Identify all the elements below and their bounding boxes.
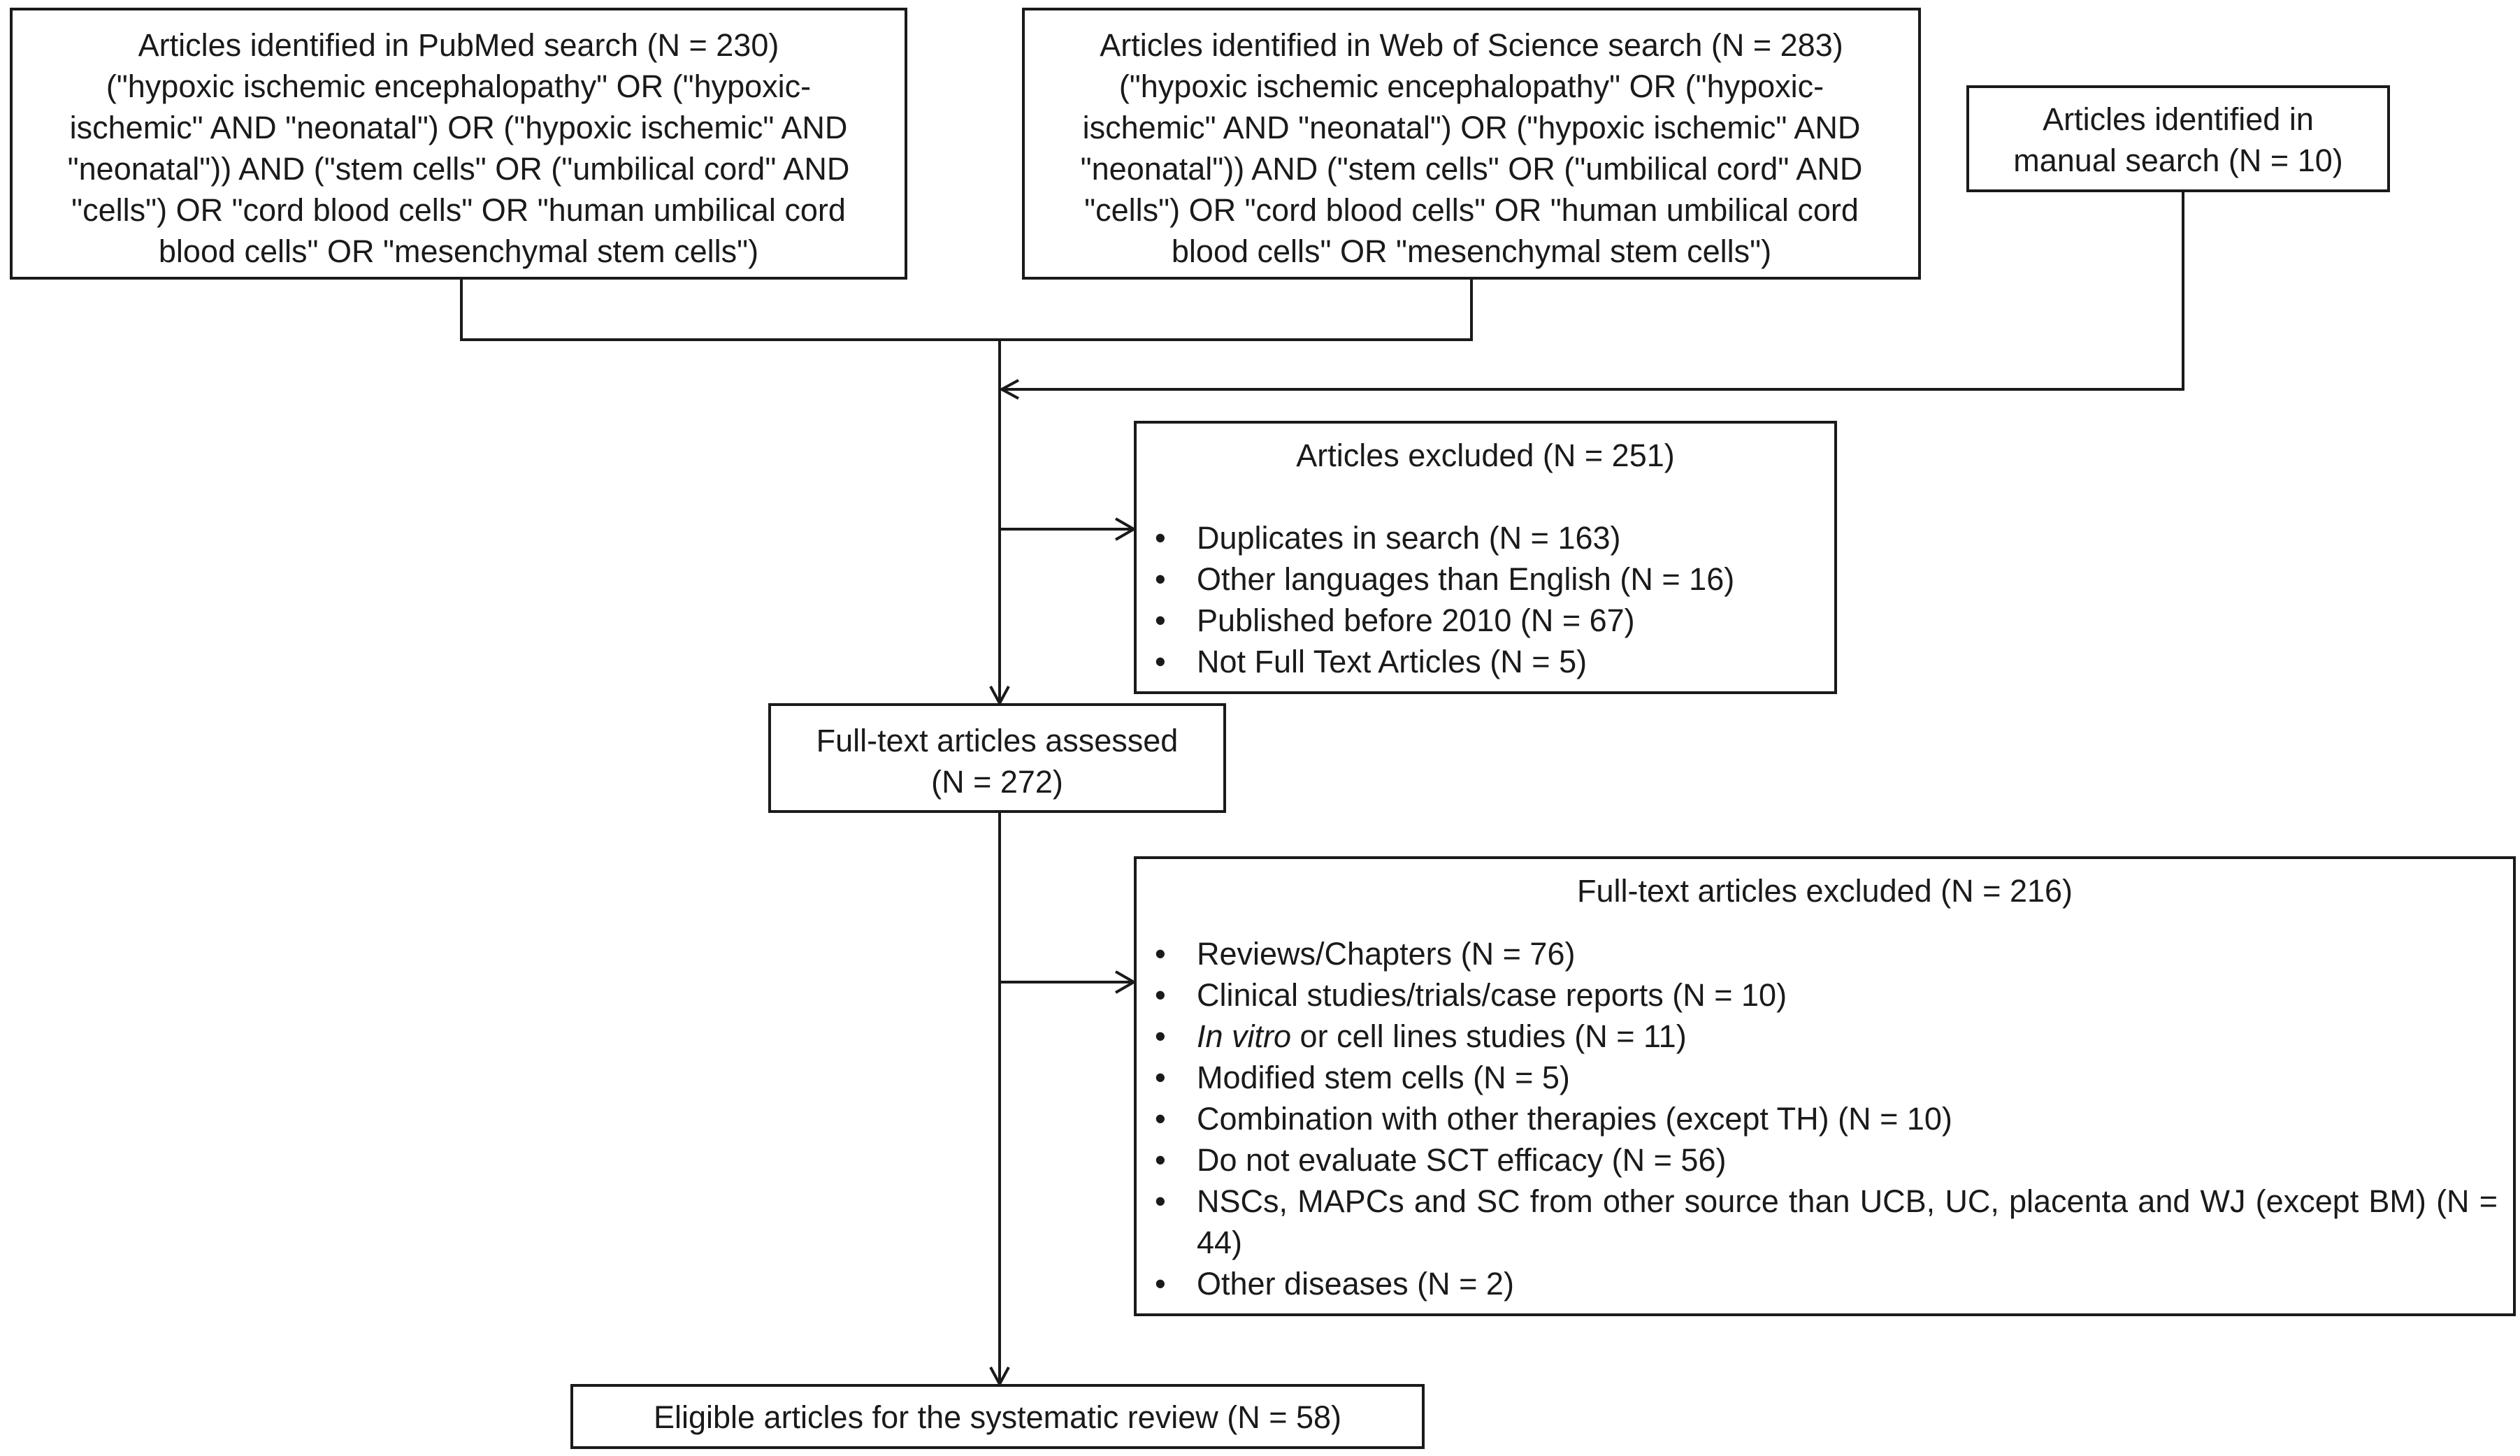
- wos-line: ("hypoxic ischemic encephalopathy" OR ("…: [1118, 69, 1824, 104]
- wos-line: ischemic" AND "neonatal") OR ("hypoxic i…: [1082, 110, 1861, 145]
- list-item: Do not evaluate SCT efficacy (N = 56): [1137, 1139, 2498, 1181]
- pubmed-line: Articles identified in PubMed search (N …: [138, 27, 779, 63]
- fulltext-assessed-text: Full-text articles assessed (N = 272): [771, 720, 1223, 802]
- list-item: In vitro or cell lines studies (N = 11): [1137, 1016, 2498, 1057]
- assessed-line: (N = 272): [931, 764, 1063, 800]
- manual-line: manual search (N = 10): [2013, 143, 2343, 178]
- pubmed-search-text: Articles identified in PubMed search (N …: [13, 24, 905, 272]
- articles-excluded-list: Duplicates in search (N = 163) Other lan…: [1137, 517, 1820, 682]
- manual-search-box: Articles identified in manual search (N …: [1966, 85, 2390, 192]
- manual-to-main-line: [1003, 191, 2184, 391]
- list-item: Duplicates in search (N = 163): [1137, 517, 1820, 558]
- wos-to-merge-line: [1000, 278, 1473, 341]
- wos-line: Articles identified in Web of Science se…: [1100, 27, 1843, 63]
- pubmed-search-box: Articles identified in PubMed search (N …: [10, 8, 907, 280]
- italic-term: In vitro: [1197, 1018, 1292, 1054]
- wos-line: "cells") OR "cord blood cells" OR "human…: [1084, 192, 1859, 228]
- pubmed-line: ("hypoxic ischemic encephalopathy" OR ("…: [106, 69, 812, 104]
- list-item: Clinical studies/trials/case reports (N …: [1137, 974, 2498, 1016]
- list-item: Other diseases (N = 2): [1137, 1263, 2498, 1304]
- list-item: Published before 2010 (N = 67): [1137, 600, 1820, 641]
- pubmed-line: "cells") OR "cord blood cells" OR "human…: [71, 192, 846, 228]
- assessed-line: Full-text articles assessed: [816, 723, 1179, 758]
- list-item: Reviews/Chapters (N = 76): [1137, 933, 2498, 974]
- wos-search-box: Articles identified in Web of Science se…: [1022, 8, 1921, 280]
- list-item-text: or cell lines studies (N = 11): [1291, 1018, 1687, 1054]
- articles-excluded-title: Articles excluded (N = 251): [1296, 438, 1675, 473]
- eligible-line: Eligible articles for the systematic rev…: [653, 1399, 1342, 1435]
- manual-line: Articles identified in: [2043, 101, 2314, 137]
- arrow-head-manual: [998, 379, 1019, 400]
- articles-excluded-box: Articles excluded (N = 251) Duplicates i…: [1134, 421, 1837, 694]
- eligible-articles-text: Eligible articles for the systematic rev…: [573, 1397, 1422, 1438]
- pubmed-line: ischemic" AND "neonatal") OR ("hypoxic i…: [69, 110, 848, 145]
- list-item: Not Full Text Articles (N = 5): [1137, 641, 1820, 682]
- list-item: Modified stem cells (N = 5): [1137, 1057, 2498, 1098]
- list-item: NSCs, MAPCs and SC from other source tha…: [1137, 1181, 2498, 1263]
- pubmed-to-merge-line: [460, 278, 1000, 341]
- fulltext-assessed-box: Full-text articles assessed (N = 272): [768, 703, 1226, 813]
- list-item: Other languages than English (N = 16): [1137, 558, 1820, 600]
- list-item: Combination with other therapies (except…: [1137, 1098, 2498, 1139]
- eligible-articles-box: Eligible articles for the systematic rev…: [570, 1384, 1425, 1449]
- wos-line: blood cells" OR "mesenchymal stem cells"…: [1171, 233, 1772, 269]
- fulltext-excluded-box: Full-text articles excluded (N = 216) Re…: [1134, 856, 2516, 1316]
- pubmed-line: blood cells" OR "mesenchymal stem cells"…: [158, 233, 759, 269]
- fulltext-excluded-title: Full-text articles excluded (N = 216): [1576, 873, 2073, 909]
- fulltext-excluded-list: Reviews/Chapters (N = 76) Clinical studi…: [1137, 933, 2498, 1304]
- manual-search-text: Articles identified in manual search (N …: [1969, 99, 2387, 181]
- wos-line: "neonatal")) AND ("stem cells" OR ("umbi…: [1080, 151, 1863, 187]
- pubmed-line: "neonatal")) AND ("stem cells" OR ("umbi…: [67, 151, 850, 187]
- wos-search-text: Articles identified in Web of Science se…: [1025, 24, 1918, 272]
